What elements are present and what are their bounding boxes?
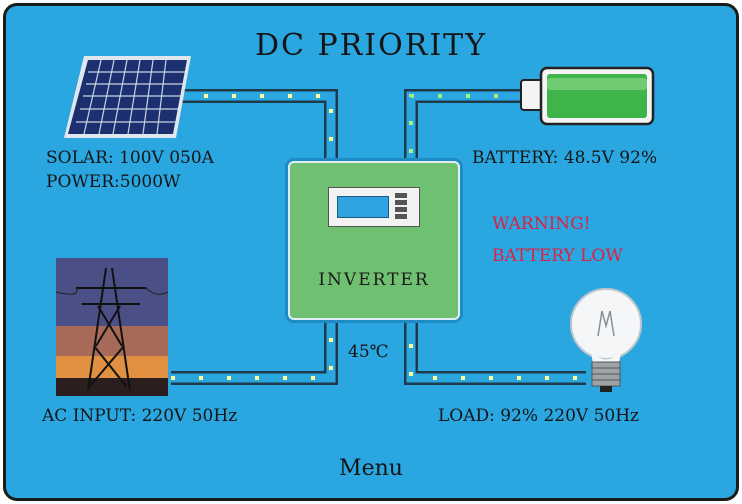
menu-button[interactable]: Menu	[339, 456, 403, 481]
solar-flow-dots	[176, 94, 333, 161]
ac-input-flow-line	[171, 316, 338, 385]
temperature-readout: 45℃	[348, 342, 389, 362]
load-status: LOAD: 92% 220V 50Hz	[438, 406, 639, 426]
light-bulb-icon	[570, 288, 642, 392]
inverter-unit[interactable]: INVERTER	[288, 161, 460, 320]
battery-icon	[520, 66, 655, 126]
solar-status: SOLAR: 100V 050A	[46, 148, 214, 168]
solar-power: POWER:5000W	[46, 172, 181, 192]
ac-input-status: AC INPUT: 220V 50Hz	[42, 406, 238, 426]
battery-flow-dots	[409, 94, 526, 161]
inverter-label: INVERTER	[318, 270, 430, 290]
dc-priority-screen: DC PRIORITY	[3, 3, 739, 501]
battery-status: BATTERY: 48.5V 92%	[472, 148, 658, 168]
warning-message: BATTERY LOW	[492, 246, 623, 266]
page-title: DC PRIORITY	[254, 28, 487, 63]
power-tower-image	[55, 258, 169, 396]
solar-panel-icon	[64, 56, 191, 138]
inverter-display-icon	[328, 187, 420, 227]
energy-flow-diagram	[55, 56, 655, 396]
flow-lines	[171, 89, 586, 385]
load-flow-line	[404, 316, 586, 385]
load-flow-dots	[409, 316, 586, 380]
ac-input-flow-dots	[171, 316, 333, 380]
warning-title: WARNING!	[492, 214, 591, 234]
